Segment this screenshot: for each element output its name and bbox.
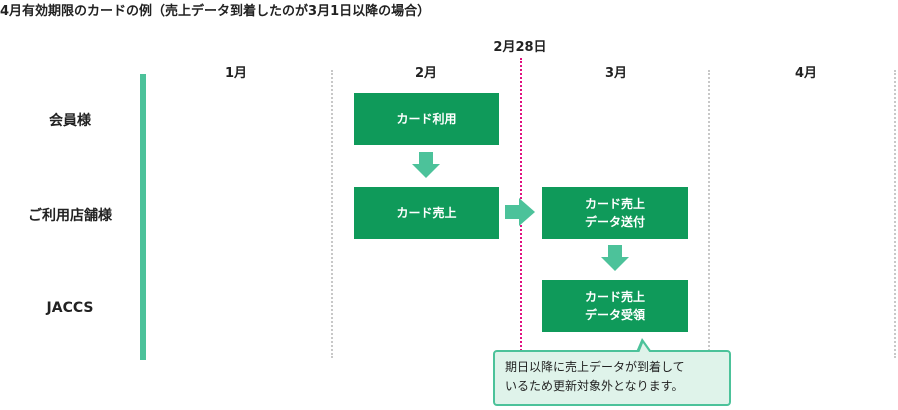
row-label-member: 会員様: [49, 113, 91, 129]
sale-data-send-box: カード売上 データ送付: [542, 187, 688, 239]
month-label-mar: 3月: [604, 66, 628, 81]
row-label-jaccs: JACCS: [46, 300, 94, 316]
card-sale-box: カード売上: [354, 187, 499, 239]
callout-note: 期日以降に売上データが到着して いるため更新対象外となります。: [493, 350, 731, 406]
month-label-apr: 4月: [794, 66, 818, 81]
month-label-jan: 1月: [224, 66, 248, 81]
date-marker-label: 2月28日: [493, 40, 547, 55]
diagram-title: 4月有効期限のカードの例（売上データ到着したのが3月1日以降の場合）: [0, 4, 431, 19]
month-divider: [708, 70, 710, 358]
row-label-store: ご利用店舗様: [28, 208, 112, 224]
timeline-axis: [140, 74, 146, 360]
sale-data-receive-box: カード売上 データ受領: [542, 280, 688, 332]
month-divider: [331, 70, 333, 358]
card-use-box: カード利用: [354, 93, 499, 145]
callout-pointer-inner: [639, 343, 650, 353]
month-label-feb: 2月: [414, 66, 438, 81]
month-divider: [894, 70, 896, 358]
